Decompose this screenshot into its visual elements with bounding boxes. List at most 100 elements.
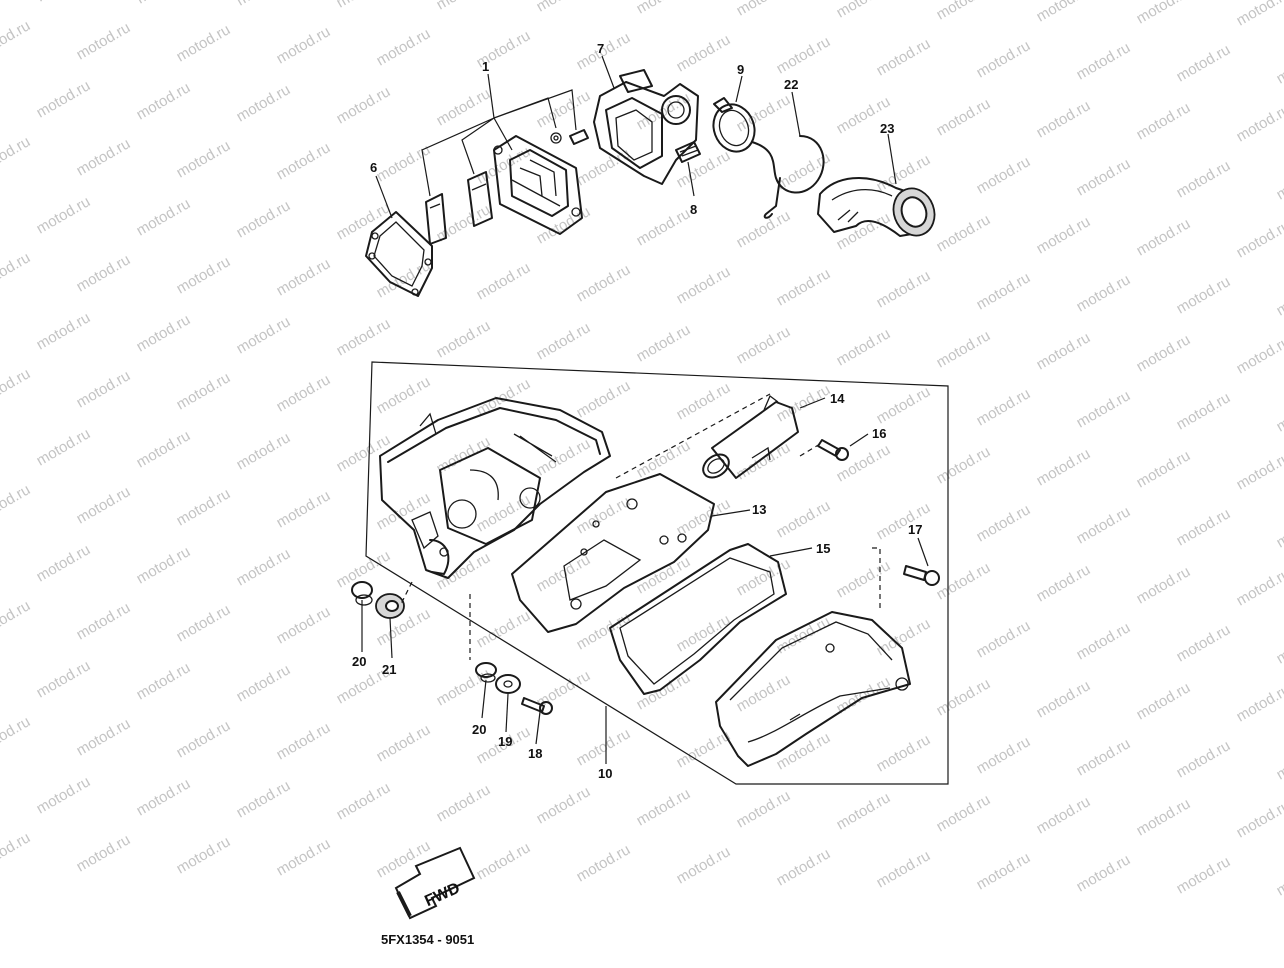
callout-22: 22	[784, 77, 798, 92]
watermark-text: motod.ru	[874, 383, 934, 427]
watermark-text: motod.ru	[274, 835, 334, 879]
watermark-text: motod.ru	[1134, 215, 1194, 259]
watermark-text: motod.ru	[1134, 331, 1194, 375]
watermark-text: motod.ru	[634, 785, 694, 829]
watermark-text: motod.ru	[74, 367, 134, 411]
watermark-text: motod.ru	[34, 541, 94, 585]
watermark-text: motod.ru	[874, 151, 934, 195]
callout-17: 17	[908, 522, 922, 537]
part-17-screw	[904, 566, 939, 585]
callout-14: 14	[830, 391, 845, 406]
watermark-text: motod.ru	[74, 483, 134, 527]
watermark-text: motod.ru	[34, 309, 94, 353]
watermark-text: motod.ru	[1234, 333, 1284, 377]
watermark-text: motod.ru	[1134, 563, 1194, 607]
watermark-text: motod.ru	[0, 597, 33, 641]
watermark-text: motod.ru	[1034, 97, 1094, 141]
watermark-text: motod.ru	[674, 379, 734, 423]
callout-15: 15	[816, 541, 830, 556]
watermark-text: motod.ru	[734, 439, 794, 483]
watermark-text: motod.ru	[574, 609, 634, 653]
watermark-text: motod.ru	[234, 197, 294, 241]
part-15-seal	[610, 544, 786, 694]
watermark-text: motod.ru	[334, 315, 394, 359]
watermark-text: motod.ru	[374, 25, 434, 69]
watermark-text: motod.ru	[974, 733, 1034, 777]
watermark-text: motod.ru	[734, 0, 794, 19]
watermark-text: motod.ru	[834, 325, 894, 369]
watermark-text: motod.ru	[934, 559, 994, 603]
watermark-text: motod.ru	[734, 91, 794, 135]
watermark-text: motod.ru	[134, 659, 194, 703]
watermark-text: motod.ru	[774, 497, 834, 541]
watermark-text: motod.ru	[274, 719, 334, 763]
watermark-text: motod.ru	[134, 775, 194, 819]
air-case	[380, 398, 610, 578]
watermark-text: motod.ru	[974, 153, 1034, 197]
watermark-text: motod.ru	[1174, 505, 1234, 549]
watermark-text: motod.ru	[1074, 851, 1134, 895]
watermark-text: motod.ru	[974, 849, 1034, 893]
watermark-text: motod.ru	[1174, 273, 1234, 317]
watermark-text: motod.ru	[274, 255, 334, 299]
watermark-text: motod.ru	[234, 81, 294, 125]
callout-16: 16	[872, 426, 886, 441]
watermark-text: motod.ru	[934, 211, 994, 255]
callout-7: 7	[597, 41, 604, 56]
callout-10: 10	[598, 766, 612, 781]
watermark-text: motod.ru	[274, 23, 334, 67]
watermark-text: motod.ru	[1234, 101, 1284, 145]
part-16-screw	[818, 440, 848, 460]
watermark-text: motod.ru	[434, 433, 494, 477]
watermark-text: motod.ru	[734, 671, 794, 715]
watermark-text: motod.ru	[474, 143, 534, 187]
watermark-text: motod.ru	[134, 543, 194, 587]
watermark-text: motod.ru	[0, 481, 33, 525]
watermark-text: motod.ru	[1274, 275, 1284, 319]
watermark-text: motod.ru	[74, 599, 134, 643]
callout-9: 9	[737, 62, 744, 77]
watermark-text: motod.ru	[234, 429, 294, 473]
watermark-text: motod.ru	[134, 0, 194, 7]
watermark-text: motod.ru	[1174, 621, 1234, 665]
watermark-text: motod.ru	[334, 547, 394, 591]
watermark-text: motod.ru	[574, 261, 634, 305]
watermark-text: motod.ru	[974, 385, 1034, 429]
watermark-text: motod.ru	[1134, 99, 1194, 143]
watermark-text: motod.ru	[374, 721, 434, 765]
watermark-text: motod.ru	[1234, 565, 1284, 609]
watermark-text: motod.ru	[1134, 0, 1194, 27]
watermark-text: motod.ru	[1174, 41, 1234, 85]
watermark-text: motod.ru	[874, 847, 934, 891]
watermark-text: motod.ru	[74, 19, 134, 63]
watermark-text: motod.ru	[1274, 623, 1284, 667]
watermark-text: motod.ru	[1174, 853, 1234, 897]
watermark-text: motod.ru	[534, 551, 594, 595]
watermark-text: motod.ru	[1074, 619, 1134, 663]
watermark-text: motod.ru	[874, 35, 934, 79]
watermark-text: motod.ru	[674, 263, 734, 307]
leader-lines-upper	[376, 56, 896, 218]
watermark-text: motod.ru	[1074, 503, 1134, 547]
watermark-text: motod.ru	[934, 675, 994, 719]
watermark-text: motod.ru	[774, 381, 834, 425]
watermark-text: motod.ru	[74, 251, 134, 295]
watermark-text: motod.ru	[634, 0, 694, 17]
watermark-text: motod.ru	[374, 373, 434, 417]
watermark-text: motod.ru	[134, 195, 194, 239]
watermark-text: motod.ru	[1274, 391, 1284, 435]
watermark-text: motod.ru	[0, 713, 33, 757]
watermark-text: motod.ru	[434, 317, 494, 361]
watermark-text: motod.ru	[174, 485, 234, 529]
watermark-text: motod.ru	[334, 83, 394, 127]
watermark-text: motod.ru	[1274, 855, 1284, 899]
watermark-text: motod.ru	[34, 0, 94, 5]
watermark-text: motod.ru	[34, 193, 94, 237]
watermark-text: motod.ru	[234, 777, 294, 821]
watermark-text: motod.ru	[134, 79, 194, 123]
watermark-text: motod.ru	[974, 501, 1034, 545]
watermark-text: motod.ru	[234, 313, 294, 357]
watermark-text: motod.ru	[1274, 739, 1284, 783]
watermark-text: motod.ru	[134, 311, 194, 355]
